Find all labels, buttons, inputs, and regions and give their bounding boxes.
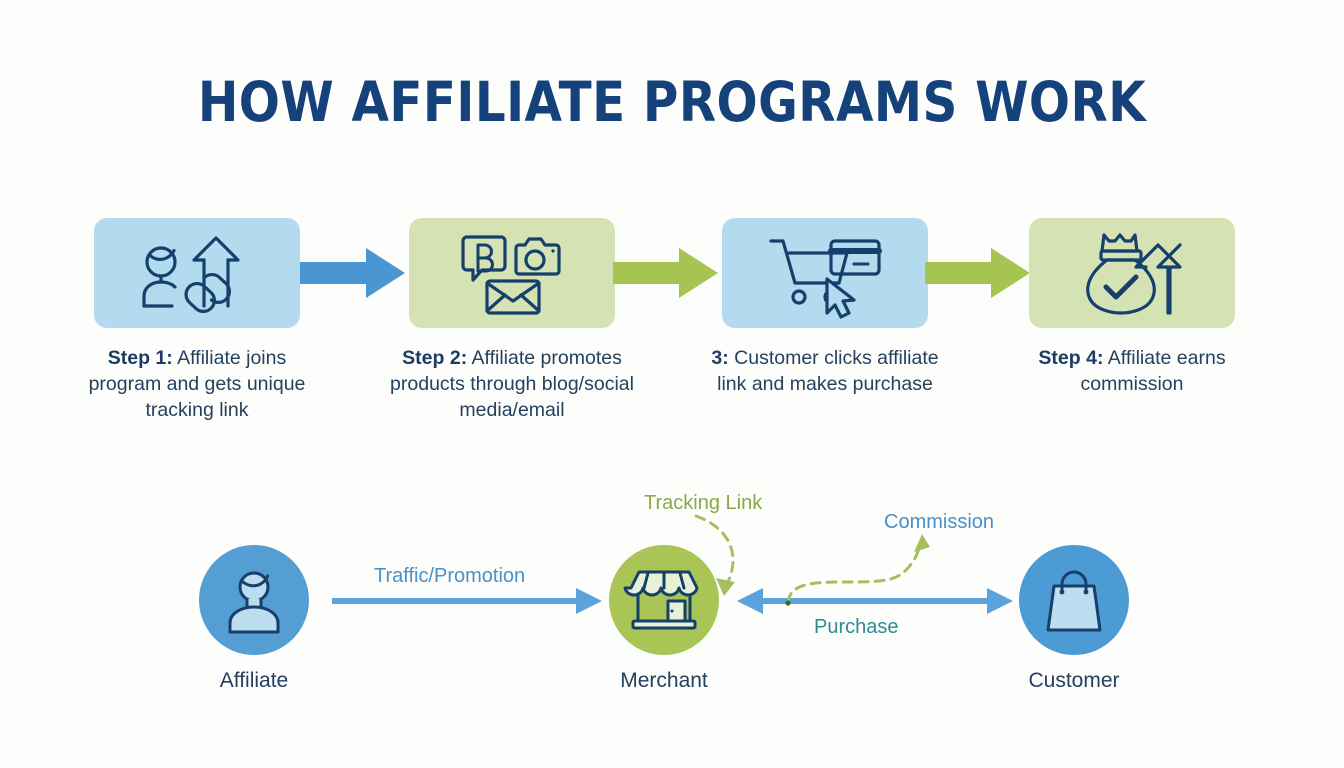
step-box-4 — [1029, 218, 1235, 328]
purchase-arrow — [737, 588, 1013, 614]
flow-label-purchase: Purchase — [814, 616, 899, 638]
traffic-promotion-arrow — [332, 588, 602, 614]
flow-node-customer — [1019, 545, 1129, 655]
flow-node-label-affiliate: Affiliate — [219, 669, 289, 692]
step-label-rest-4: Affiliate earns commission — [1080, 347, 1226, 395]
step-caption-3: 3: Customer clicks affiliate link and ma… — [700, 345, 950, 397]
connector-arrow-1 — [300, 248, 405, 298]
flow-node-merchant — [609, 545, 719, 655]
step-label-rest-3: Customer clicks affiliate link and makes… — [717, 347, 939, 395]
step-label-bold-3: 3: — [711, 347, 729, 369]
flow-label-tracking: Tracking Link — [644, 492, 763, 514]
flow-node-label-merchant: Merchant — [620, 669, 708, 692]
step-box-1 — [94, 218, 300, 328]
step-box-2 — [409, 218, 615, 328]
step-box-3 — [722, 218, 928, 328]
step-caption-1: Step 1: Affiliate joins program and gets… — [72, 345, 322, 423]
flow-node-affiliate — [199, 545, 309, 655]
flow-label-traffic: Traffic/Promotion — [374, 565, 526, 587]
page-title: HOW AFFILIATE PROGRAMS WORK — [197, 70, 1147, 134]
step-label-bold-2: Step 2: — [402, 347, 468, 369]
shopping-bag-icon — [1043, 566, 1105, 634]
cart-card-click-icon — [769, 233, 882, 319]
step-caption-4: Step 4: Affiliate earns commission — [1007, 345, 1257, 397]
step-caption-2: Step 2: Affiliate promotes products thro… — [387, 345, 637, 423]
storefront-icon — [623, 568, 701, 632]
flow-node-label-customer: Customer — [1028, 669, 1120, 692]
commission-dashed-arrow — [785, 534, 930, 606]
connector-arrow-3 — [925, 248, 1030, 298]
step-label-rest-1: Affiliate joins program and gets unique … — [88, 347, 306, 421]
step-label-rest-2: Affiliate promotes products through blog… — [390, 347, 634, 421]
flow-label-commission: Commission — [884, 511, 995, 533]
step-label-bold-1: Step 1: — [107, 347, 173, 369]
blog-camera-email-icon — [461, 231, 562, 315]
person-link-icon — [142, 234, 252, 313]
money-bag-check-icon — [1080, 231, 1184, 315]
person-icon — [221, 566, 287, 634]
connector-arrow-2 — [613, 248, 718, 298]
step-label-bold-4: Step 4: — [1038, 347, 1104, 369]
tracking-link-dashed-arrow — [694, 514, 735, 596]
